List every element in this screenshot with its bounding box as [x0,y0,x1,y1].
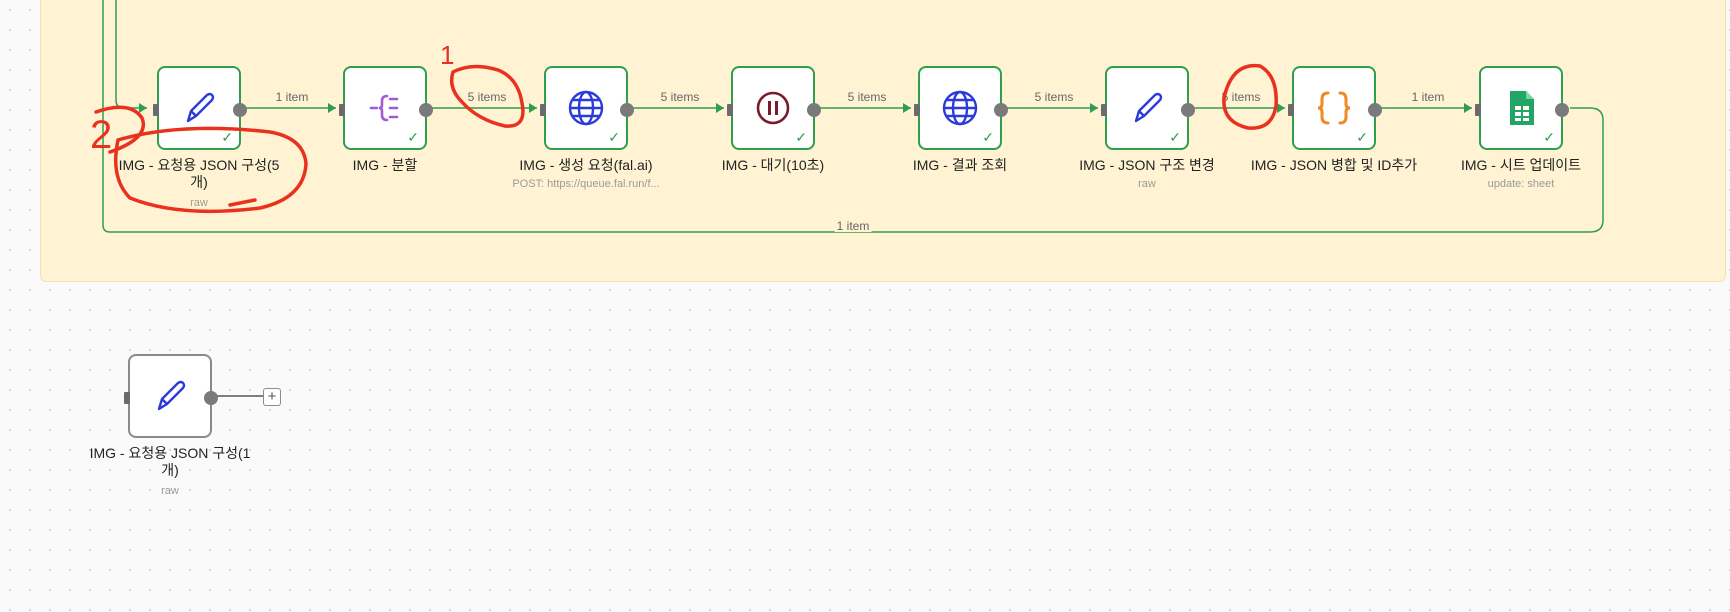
input-handle[interactable] [540,104,546,116]
node-label: IMG - JSON 병합 및 ID추가 [1250,157,1418,173]
braces-icon [1317,91,1351,125]
success-check-icon: ✓ [982,129,994,145]
node-label: IMG - 대기(10초) [721,157,825,173]
node-fal-request[interactable]: ✓ [540,66,634,150]
node-result-lookup[interactable]: ✓ [914,66,1008,150]
node-subtitle: POST: https://queue.fal.run/f... [512,178,660,190]
input-handle[interactable] [153,104,159,116]
success-check-icon: ✓ [221,129,233,145]
success-check-icon: ✓ [795,129,807,145]
output-handle[interactable] [807,103,821,117]
node-request-json-1[interactable] [124,354,218,438]
pencil-icon [157,380,186,411]
add-node-button[interactable]: + [263,388,281,406]
node-sheet-update[interactable]: ✓ [1475,66,1569,150]
output-handle[interactable] [1368,103,1382,117]
node-json-merge[interactable]: ✓ [1288,66,1382,150]
input-handle[interactable] [1288,104,1294,116]
output-handle[interactable] [1181,103,1195,117]
node-split[interactable]: ✓ [339,66,433,150]
output-handle[interactable] [620,103,634,117]
pencil-icon [1134,92,1163,123]
connection-label: 5 items [1034,90,1074,104]
node-subtitle: raw [1138,178,1156,190]
loop-back-wire [102,0,1604,233]
node-subtitle: raw [161,485,179,497]
node-subtitle: update: sheet [1487,178,1555,190]
loop-connection-label: 1 item [834,219,872,233]
success-check-icon: ✓ [1169,129,1181,145]
input-handle[interactable] [727,104,733,116]
node-label: IMG - JSON 구조 변경 [1079,157,1215,173]
success-check-icon: ✓ [608,129,620,145]
connection-label: 5 items [467,90,507,104]
incoming-wire [115,0,147,109]
node-label: IMG - 분할 [352,157,418,173]
node-subtitle: raw [190,197,208,209]
success-check-icon: ✓ [407,129,419,145]
pause-icon [756,91,790,125]
success-check-icon: ✓ [1356,129,1368,145]
node-label: IMG - 결과 조회 [912,157,1008,173]
connection-label: 1 item [1411,90,1445,104]
output-handle[interactable] [233,103,247,117]
connection-label: 5 items [660,90,700,104]
connection-label: 5 items [1221,90,1261,104]
google-sheets-icon [1510,91,1534,125]
output-handle[interactable] [994,103,1008,117]
node-label: IMG - 생성 요청(fal.ai) [519,157,653,173]
node-label: IMG - 시트 업데이트 [1460,157,1582,173]
output-handle[interactable] [204,391,218,405]
node-wait[interactable]: ✓ [727,66,821,150]
connection-label: 1 item [275,90,309,104]
output-handle[interactable] [419,103,433,117]
node-json-restructure[interactable]: ✓ [1101,66,1195,150]
pencil-icon [186,92,215,123]
sticky-note[interactable] [40,0,1726,282]
connection-label: 5 items [847,90,887,104]
node-label: IMG - 요청용 JSON 구성(5 개) [118,157,280,190]
globe-icon [942,90,978,126]
globe-icon [568,90,604,126]
input-handle[interactable] [339,104,345,116]
input-handle[interactable] [1101,104,1107,116]
node-request-json-5[interactable]: ✓ [153,66,247,150]
output-handle[interactable] [1555,103,1569,117]
success-check-icon: ✓ [1543,129,1555,145]
input-handle[interactable] [1475,104,1481,116]
input-handle[interactable] [124,392,130,404]
node-label: IMG - 요청용 JSON 구성(1 개) [89,445,251,478]
split-out-icon [369,94,399,122]
input-handle[interactable] [914,104,920,116]
